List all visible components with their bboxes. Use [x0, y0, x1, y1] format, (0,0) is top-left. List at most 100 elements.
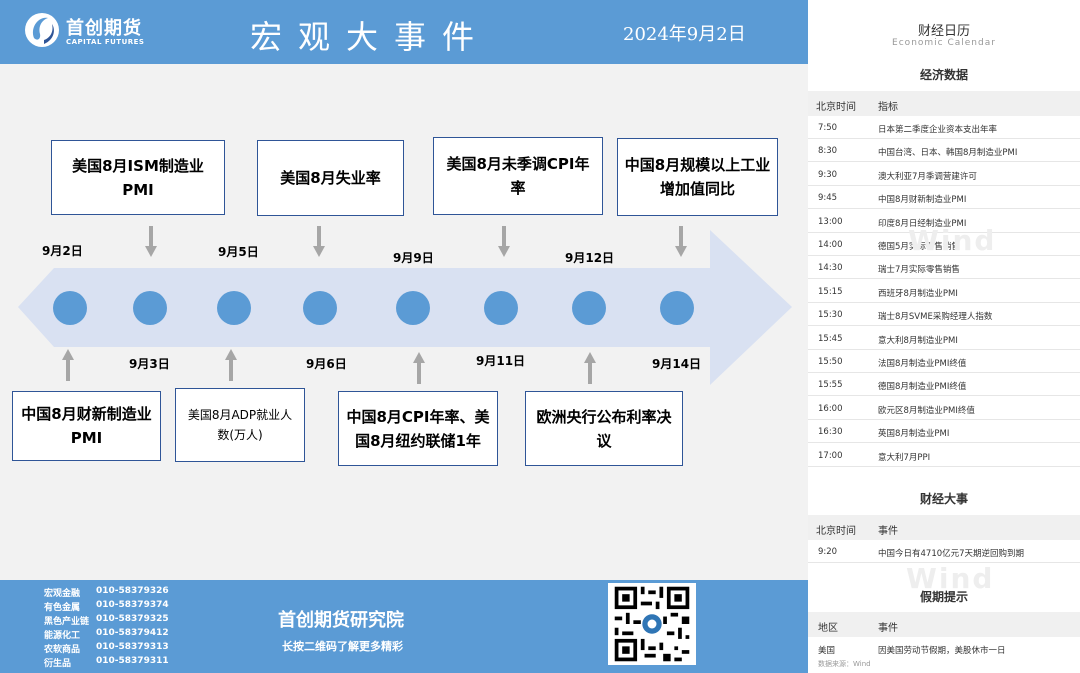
row-item: 中国今日有4710亿元7天期逆回购到期 — [878, 549, 1025, 559]
table-row: 美国 因美国劳动节假期，美股休市一日 — [808, 637, 1080, 660]
row-time: 7:50 — [818, 123, 838, 133]
date-label: 9月14日 — [652, 357, 702, 371]
pointer-up-icon — [225, 349, 237, 381]
row-item: 日本第二季度企业资本支出年率 — [878, 125, 998, 135]
row-time: 15:30 — [818, 310, 843, 321]
row-time: 14:00 — [818, 240, 843, 250]
contact-row: 农软商品 010-58379313 — [44, 642, 169, 655]
section-title: 财经大事 — [919, 492, 968, 506]
pointer-down-icon — [145, 226, 157, 257]
row-item: 法国8月制造业PMI终值 — [878, 359, 967, 369]
event-label: 欧洲央行公布利率决议 — [536, 407, 672, 450]
date-label: 9月2日 — [42, 244, 83, 258]
row-item: 瑞士8月SVME采购经理人指数 — [878, 312, 993, 323]
timeline-dot — [396, 291, 430, 325]
event-label: 中国8月CPI年率、美国8月纽约联储1年 — [346, 407, 490, 450]
col-item-header: 事件 — [878, 623, 898, 634]
event-box-top-1: 美国8月ISM制造业PMI — [51, 140, 225, 215]
timeline-dot — [660, 291, 694, 325]
event-label: 美国8月ISM制造业PMI — [72, 156, 204, 199]
contact-dept: 宏观金融 — [44, 589, 81, 599]
table-row: 15:45 意大利8月制造业PMI — [808, 327, 1080, 350]
date-label: 9月11日 — [476, 354, 526, 368]
timeline-panel: 首创期货 CAPITAL FUTURES 宏观大事件 2024年9月2日 美国8… — [0, 0, 808, 673]
event-label: 美国8月ADP就业人数(万人) — [187, 408, 293, 442]
date-label: 9月3日 — [129, 357, 170, 371]
contact-phone: 010-58379313 — [96, 642, 169, 652]
footer-org-name: 首创期货研究院 — [278, 610, 404, 631]
qr-code-icon[interactable] — [608, 583, 696, 665]
event-box-bottom-2: 美国8月ADP就业人数(万人) — [175, 388, 305, 462]
contact-dept: 农软商品 — [44, 645, 81, 655]
event-label: 美国8月未季调CPI年率 — [446, 155, 590, 197]
row-time: 9:20 — [818, 547, 838, 557]
event-box-top-4: 中国8月规模以上工业增加值同比 — [617, 138, 778, 216]
event-box-bottom-3: 中国8月CPI年率、美国8月纽约联储1年 — [338, 391, 498, 466]
row-time: 14:30 — [818, 263, 843, 274]
table-row: 15:50 法国8月制造业PMI终值 — [808, 350, 1080, 373]
row-item: 意大利7月PPI — [878, 452, 931, 463]
contact-phone: 010-58379374 — [96, 600, 169, 610]
row-time: 16:30 — [818, 427, 843, 438]
event-label: 中国8月规模以上工业增加值同比 — [624, 156, 771, 198]
row-item: 澳大利亚7月季调营建许可 — [878, 171, 977, 182]
col-item-header: 事件 — [878, 526, 898, 537]
row-item: 中国8月财新制造业PMI — [878, 195, 967, 206]
table-row: 14:30 瑞士7月实际零售销售 — [808, 256, 1080, 280]
row-item: 瑞士7月实际零售销售 — [878, 265, 960, 276]
date-label: 9月5日 — [218, 245, 259, 259]
row-item: 英国8月制造业PMI — [878, 429, 950, 440]
pointer-down-icon — [498, 226, 510, 257]
table-row: 9:20 中国今日有4710亿元7天期逆回购到期 — [808, 540, 1080, 563]
timeline-dot — [217, 291, 251, 325]
contact-row: 黑色产业链 010-58379325 — [44, 614, 169, 627]
event-box-top-2: 美国8月失业率 — [257, 140, 404, 216]
section-title: 假期提示 — [919, 590, 968, 604]
pointer-up-icon — [413, 352, 425, 384]
date-label: 9月6日 — [306, 357, 347, 371]
row-time: 15:50 — [818, 357, 843, 367]
calendar-subtitle: Economic Calendar — [892, 38, 996, 48]
date-label: 9月9日 — [393, 251, 434, 265]
row-item: 因美国劳动节假期，美股休市一日 — [878, 646, 1006, 656]
contact-phone: 010-58379325 — [96, 614, 169, 624]
col-time-header: 北京时间 — [816, 526, 856, 537]
contact-dept: 能源化工 — [44, 631, 81, 641]
row-time: 13:00 — [818, 216, 843, 227]
page-date: 2024年9月2日 — [623, 24, 746, 45]
row-time: 8:30 — [818, 146, 838, 157]
table-row: 9:45 中国8月财新制造业PMI — [808, 186, 1080, 210]
contact-phone: 010-58379326 — [96, 586, 169, 596]
event-box-bottom-1: 中国8月财新制造业PMI — [12, 391, 161, 461]
logo-english-text: CAPITAL FUTURES — [66, 38, 145, 46]
contact-dept: 衍生品 — [44, 659, 72, 669]
pointer-down-icon — [675, 226, 687, 257]
timeline-dot — [484, 291, 518, 325]
row-time: 9:45 — [818, 193, 838, 204]
data-source: 数据来源：Wind — [818, 660, 871, 668]
wind-watermark: Wind — [908, 224, 997, 257]
row-item: 德国5月实际零售销售 — [878, 242, 960, 252]
contact-dept: 黑色产业链 — [44, 617, 90, 627]
contact-dept: 有色金属 — [44, 603, 81, 613]
table-row: 15:30 瑞士8月SVME采购经理人指数 — [808, 303, 1080, 327]
row-item: 意大利8月制造业PMI — [878, 335, 958, 346]
row-time: 15:55 — [818, 380, 843, 391]
pointer-up-icon — [62, 349, 74, 381]
footer-subtitle: 长按二维码了解更多精彩 — [282, 640, 403, 653]
col-time-header: 北京时间 — [816, 102, 856, 113]
calendar-panel: 财经日历 Economic Calendar 经济数据 北京时间 指标 7:50… — [808, 0, 1080, 673]
row-time: 15:45 — [818, 333, 843, 344]
pointer-down-icon — [313, 226, 325, 257]
timeline-dot — [133, 291, 167, 325]
table-header: 地区 事件 — [808, 612, 1080, 637]
row-item: 西班牙8月制造业PMI — [878, 288, 958, 299]
contact-phone: 010-58379311 — [96, 656, 169, 666]
pointer-up-icon — [584, 352, 596, 384]
date-label: 9月12日 — [565, 251, 615, 265]
